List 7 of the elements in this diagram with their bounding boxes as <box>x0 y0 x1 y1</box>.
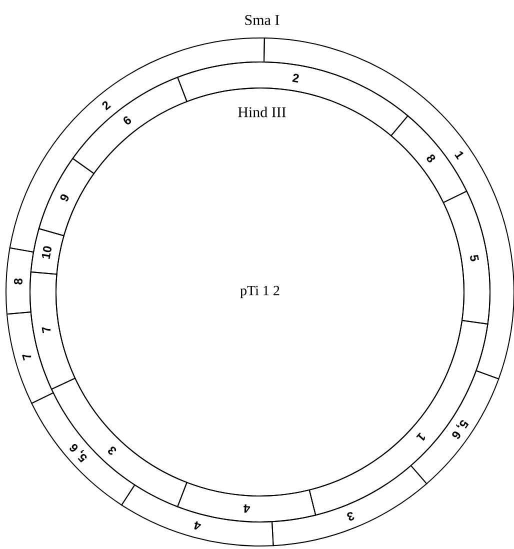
fragment-segment: 8 <box>6 247 34 315</box>
fragment-segment: 5 <box>442 190 490 325</box>
fragment-segment: 3 <box>272 465 428 546</box>
fragment-segment: 10 <box>30 228 64 275</box>
enzyme-label: Sma I <box>245 14 280 26</box>
fragment-segment: 4 <box>177 482 316 522</box>
fragment-segment: 9 <box>38 158 94 236</box>
